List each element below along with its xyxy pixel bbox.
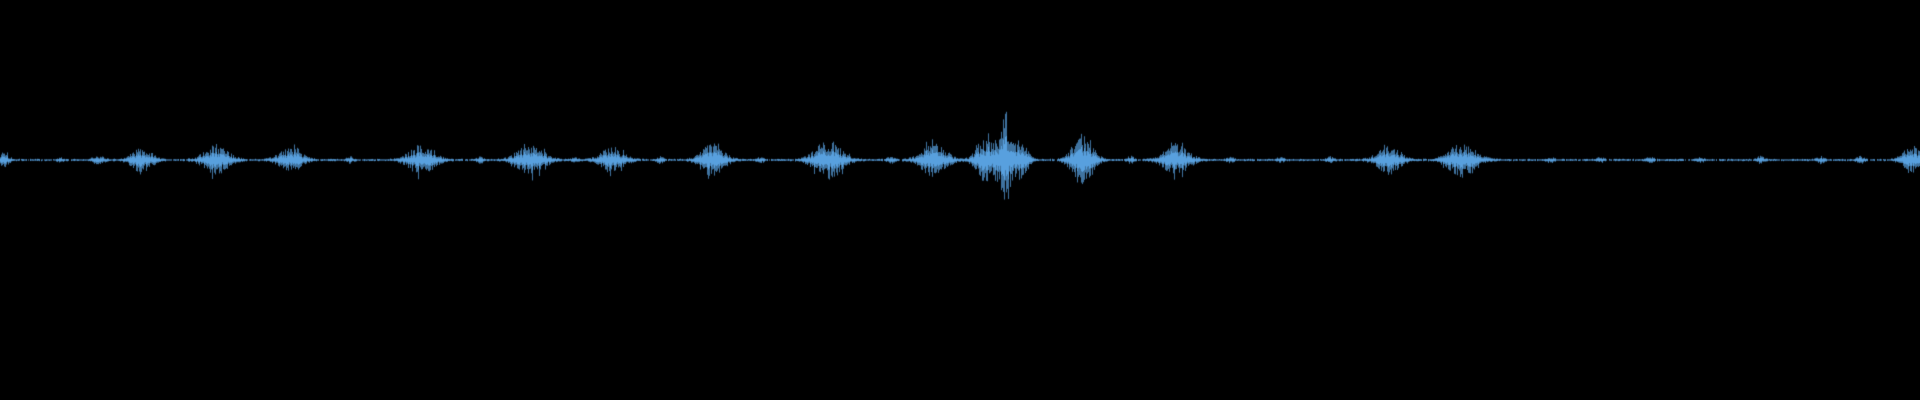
waveform-panel [0,0,1920,400]
audio-waveform-canvas[interactable] [0,0,1920,400]
